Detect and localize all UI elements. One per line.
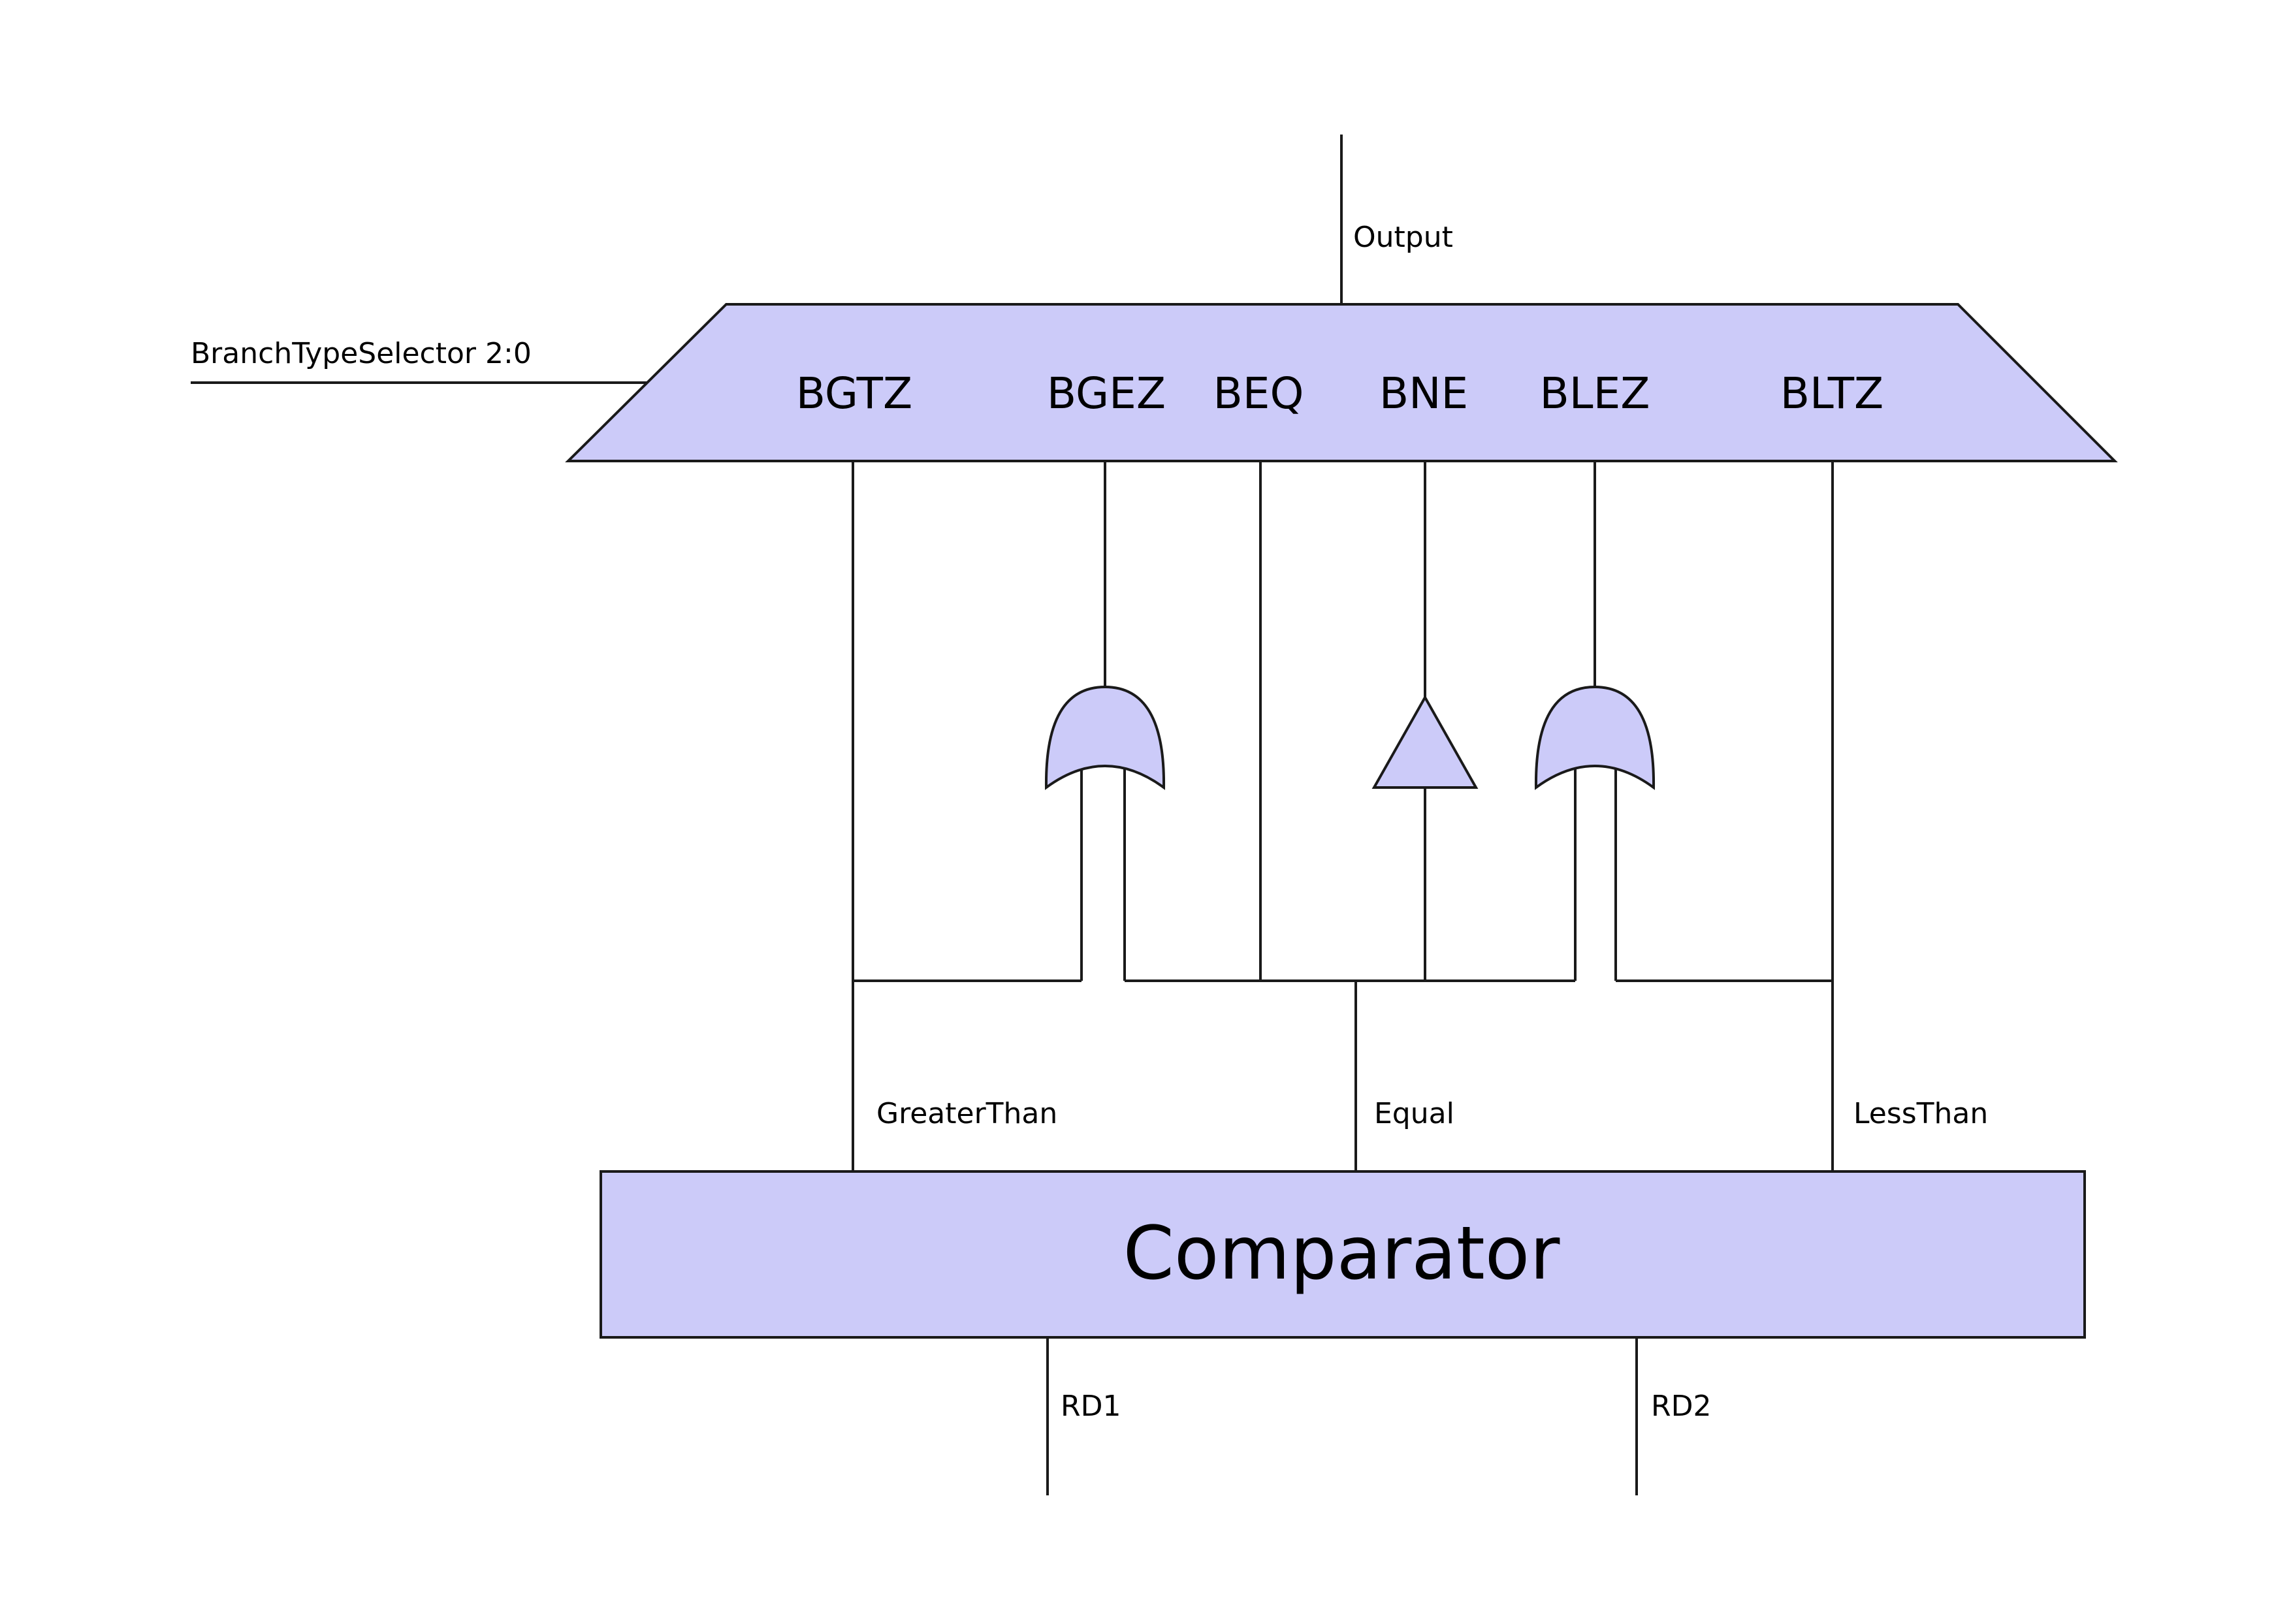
rd2-label: RD2 bbox=[1651, 1390, 1711, 1423]
or-gate-bgez bbox=[1044, 685, 1166, 790]
comparator-label: Comparator bbox=[1123, 1211, 1561, 1296]
mux-input-bgtz: BGTZ bbox=[796, 368, 912, 419]
greater-than-label: GreaterThan bbox=[876, 1097, 1057, 1130]
selector-label: BranchTypeSelector 2:0 bbox=[191, 337, 532, 370]
branch-mux bbox=[565, 303, 2118, 462]
rd1-label: RD1 bbox=[1061, 1390, 1121, 1423]
mux-input-beq: BEQ bbox=[1213, 368, 1304, 419]
mux-input-bne: BNE bbox=[1379, 368, 1468, 419]
mux-input-bgez: BGEZ bbox=[1047, 368, 1166, 419]
mux-input-bltz: BLTZ bbox=[1780, 368, 1884, 419]
or-gate-blez bbox=[1534, 685, 1656, 790]
less-than-label: LessThan bbox=[1853, 1097, 1988, 1130]
mux-input-blez: BLEZ bbox=[1540, 368, 1650, 419]
output-label: Output bbox=[1353, 221, 1453, 254]
equal-label: Equal bbox=[1374, 1097, 1454, 1130]
comparator-block bbox=[600, 1170, 2086, 1339]
not-gate-bne bbox=[1371, 694, 1479, 789]
